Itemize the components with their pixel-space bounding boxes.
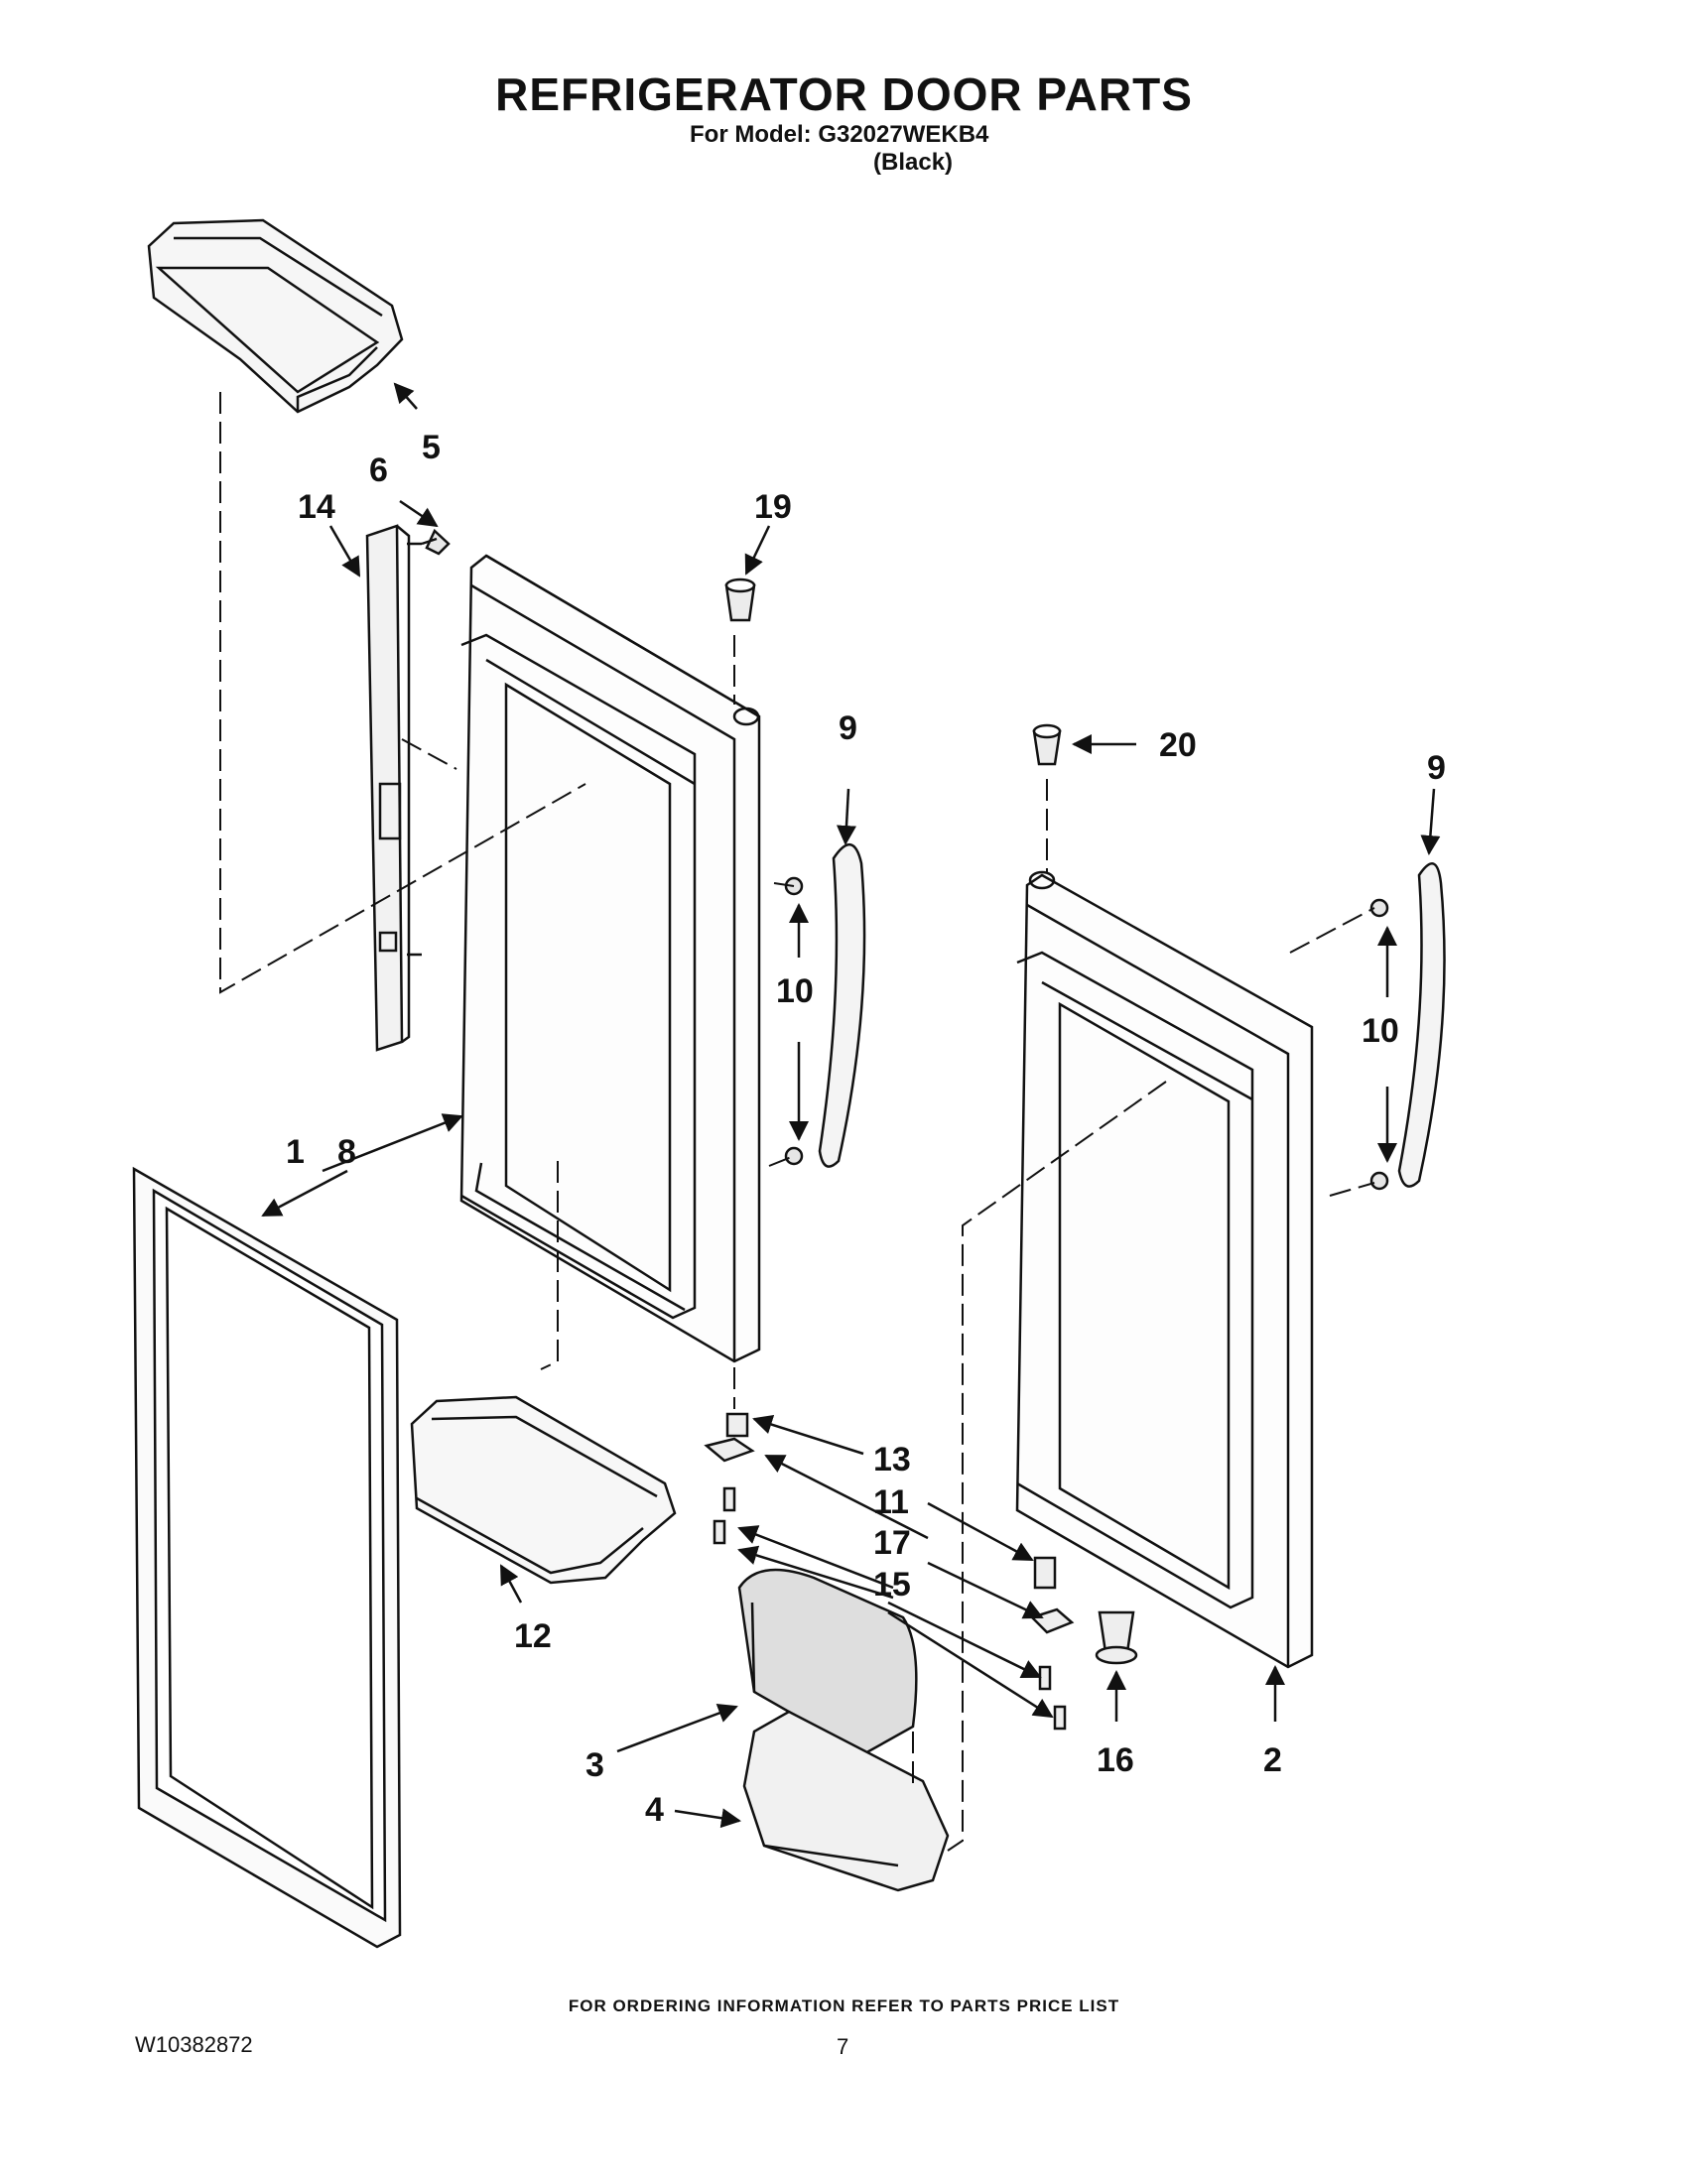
model-number: For Model: G32027WEKB4 [690, 121, 989, 148]
page-title: REFRIGERATOR DOOR PARTS [495, 68, 1193, 120]
callout-5: 5 [422, 429, 441, 466]
page-number: 7 [837, 2034, 849, 2059]
callout-10-left: 10 [776, 972, 814, 1010]
callout-15: 15 [873, 1566, 911, 1604]
door-handle-right [1397, 862, 1446, 1188]
dispenser-cover [737, 1568, 918, 1756]
leader-arrows [261, 382, 1441, 1829]
hinge-bushing-20 [1032, 723, 1062, 766]
callout-14: 14 [298, 488, 335, 526]
callout-10-right: 10 [1362, 1012, 1399, 1050]
callout-19: 19 [754, 488, 792, 526]
callout-6: 6 [369, 451, 388, 489]
door-gasket [132, 1166, 402, 1949]
callout-8: 8 [337, 1133, 356, 1171]
callout-1: 1 [286, 1133, 305, 1171]
hinge-hardware [704, 1412, 1138, 1731]
right-door [1015, 870, 1314, 1669]
callout-3: 3 [585, 1746, 604, 1784]
screw-6 [421, 528, 451, 556]
door-strip [365, 524, 422, 1052]
dispenser-bin [742, 1710, 950, 1892]
document-number: W10382872 [135, 2032, 253, 2057]
callout-labels: 5 6 14 19 20 9 9 10 10 1 8 13 11 17 15 1… [286, 429, 1446, 1829]
ordering-note: FOR ORDERING INFORMATION REFER TO PARTS … [568, 1996, 1120, 2015]
callout-4: 4 [645, 1791, 664, 1829]
door-bin-lower [410, 1395, 677, 1585]
callout-20: 20 [1159, 726, 1197, 764]
hinge-bushing-19 [724, 578, 756, 622]
callout-17: 17 [873, 1524, 911, 1562]
callout-9-right: 9 [1427, 749, 1446, 787]
callout-13: 13 [873, 1441, 911, 1478]
callout-11: 11 [873, 1483, 909, 1521]
alignment-lines [219, 392, 1375, 1852]
left-door [459, 554, 761, 1363]
handle-screws [784, 876, 1389, 1191]
model-color: (Black) [873, 149, 954, 176]
door-handle-left [818, 843, 866, 1168]
callout-16: 16 [1097, 1741, 1134, 1779]
callout-12: 12 [514, 1617, 552, 1655]
door-bin-top [147, 218, 404, 414]
callout-9-left: 9 [839, 709, 857, 747]
callout-2: 2 [1263, 1741, 1282, 1779]
